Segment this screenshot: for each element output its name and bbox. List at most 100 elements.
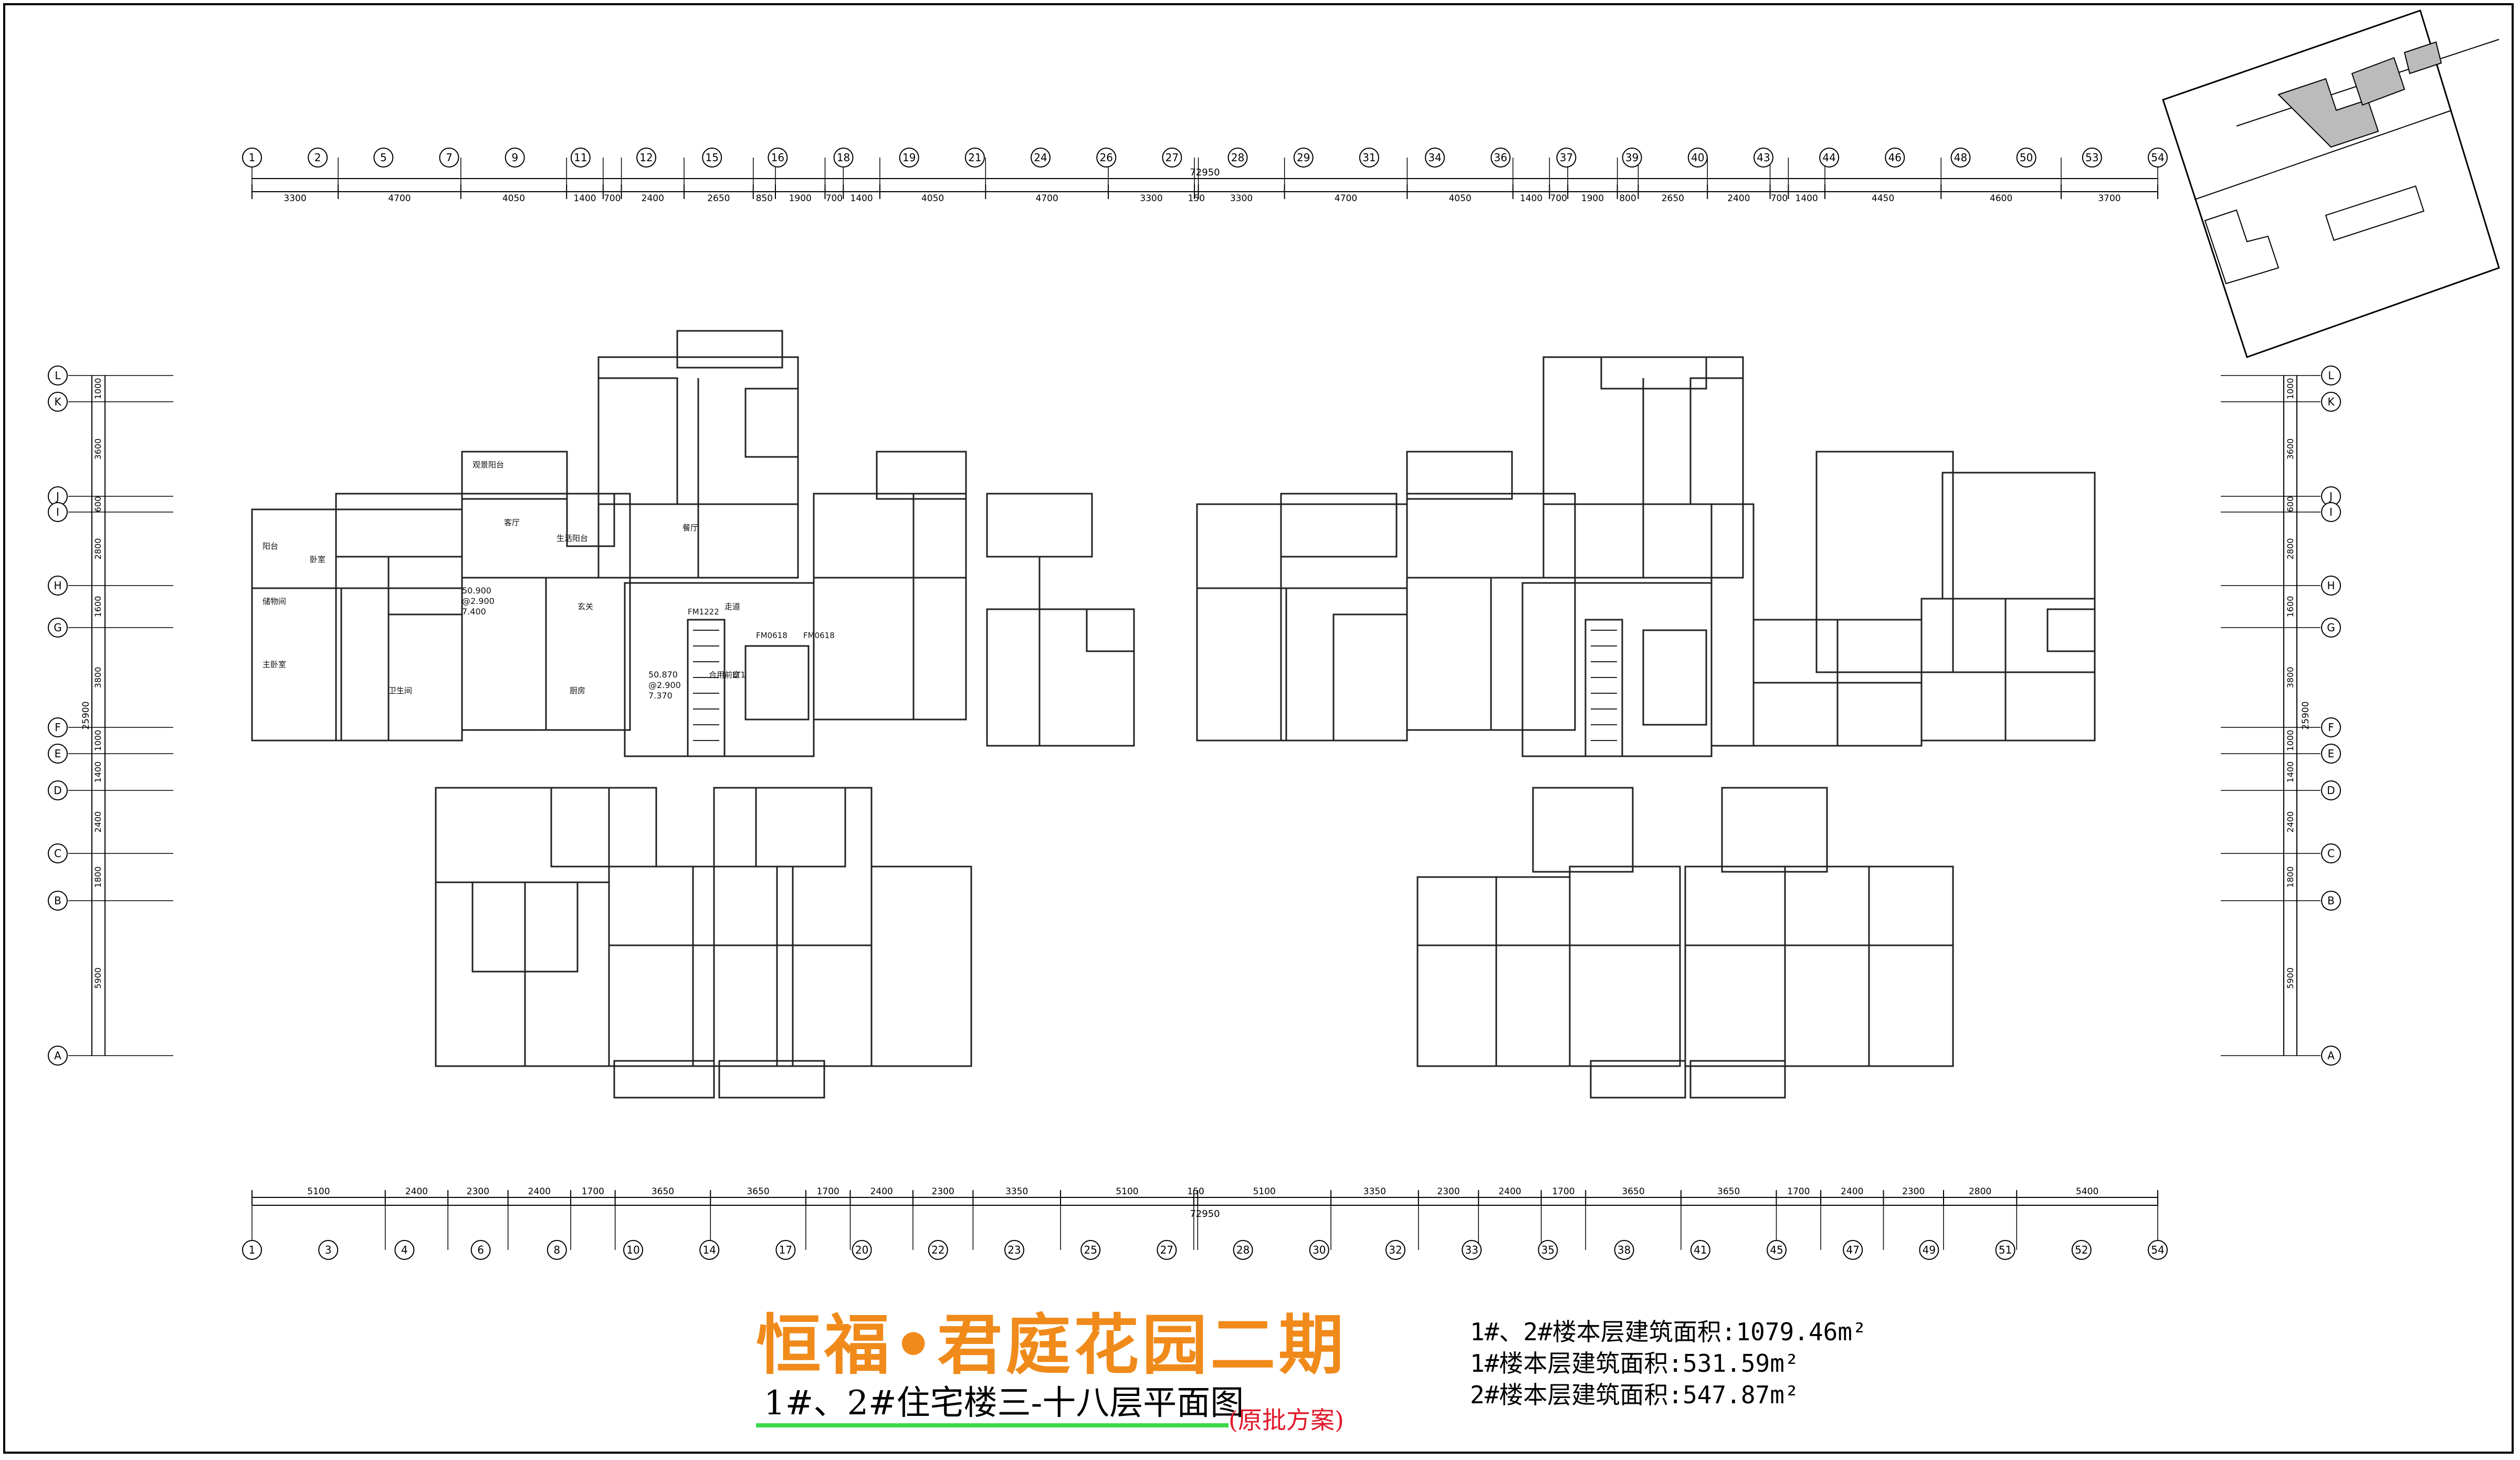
axis-number: 15 — [705, 151, 718, 164]
row-axis-letter: L — [2328, 369, 2334, 382]
axis-bubble — [242, 1240, 262, 1260]
dimension-label: 2400 — [405, 1186, 428, 1197]
area-building-2: 2#楼本层建筑面积:547.87m² — [1470, 1381, 1799, 1409]
row-axis-letter: K — [54, 395, 61, 408]
axis-bubble — [1556, 148, 1577, 168]
axis-bubble — [775, 1240, 796, 1260]
row-dimension-label: 600 — [2285, 496, 2295, 513]
row-axis-bubble — [48, 1046, 68, 1066]
axis-bubble — [242, 148, 262, 168]
dimension-label: 150 — [1187, 1186, 1204, 1197]
dimension-label: 2400 — [528, 1186, 551, 1197]
axis-number: 39 — [1625, 151, 1639, 164]
axis-number: 44 — [1822, 151, 1835, 164]
unit-level-a: 7.400 — [462, 607, 486, 617]
axis-bubble — [833, 148, 854, 168]
row-axis-letter: D — [2327, 784, 2335, 797]
row-axis-letter: A — [2327, 1049, 2335, 1062]
row-total-label: 25900 — [81, 701, 91, 729]
axis-bubble — [899, 148, 919, 168]
dimension-label: 2650 — [1662, 193, 1684, 204]
axis-bubble — [1819, 148, 1840, 168]
room-label-bath: 卫生间 — [388, 686, 412, 695]
axis-bubble — [2148, 148, 2168, 168]
row-dimension-label: 5900 — [93, 967, 103, 989]
row-axis-letter: L — [55, 369, 61, 382]
room-label-corridor: 走道 — [724, 602, 740, 611]
axis-number: 48 — [1954, 151, 1967, 164]
project-title: 恒福•君庭花园二期 — [756, 1307, 1347, 1383]
room-label-dining: 餐厅 — [682, 523, 698, 533]
row-dimension-label: 2400 — [93, 811, 103, 833]
axis-number: 36 — [1494, 151, 1507, 164]
dimension-label: 700 — [826, 193, 843, 204]
axis-number: 19 — [902, 151, 916, 164]
axis-bubble — [1162, 148, 1182, 168]
room-label-view-balcony: 观景阳台 — [472, 460, 504, 470]
row-axis-letter: B — [2327, 894, 2335, 907]
dimension-label: 3650 — [652, 1186, 674, 1197]
dimension-total-label: 72950 — [1190, 1208, 1220, 1219]
room-labels: 卧室 主卧室 阳台 储物间 卫生间 客厅 观景阳台 餐厅 厨房 生活阳台 玄关 … — [262, 460, 835, 695]
dimension-label: 800 — [1619, 193, 1636, 204]
dimension-label: 2300 — [1437, 1186, 1460, 1197]
axis-number: 1 — [249, 1244, 256, 1256]
axis-number: 25 — [1084, 1244, 1097, 1256]
dimension-label: 3650 — [1717, 1186, 1740, 1197]
axis-number: 16 — [771, 151, 784, 164]
dimension-label: 1700 — [817, 1186, 839, 1197]
axis-number: 27 — [1160, 1244, 1173, 1256]
dimension-label: 700 — [604, 193, 621, 204]
axis-bubble — [1767, 1240, 1787, 1260]
axis-bubble — [1004, 1240, 1024, 1260]
dimension-label: 4700 — [1335, 193, 1357, 204]
area-total: 1#、2#楼本层建筑面积:1079.46m² — [1470, 1318, 1867, 1346]
dimension-label: 4050 — [1448, 193, 1471, 204]
axis-bubble — [1157, 1240, 1177, 1260]
axis-number: 53 — [2085, 151, 2098, 164]
row-dimension-label: 1800 — [93, 867, 103, 888]
dimension-label: 1900 — [1581, 193, 1604, 204]
dimension-label: 2300 — [467, 1186, 489, 1197]
axis-bubble — [1622, 148, 1642, 168]
row-axis-bubble — [48, 618, 68, 638]
dimension-label: 1400 — [1520, 193, 1542, 204]
axis-number: 1 — [249, 151, 256, 164]
dimension-label: 4050 — [502, 193, 525, 204]
row-axis-bubble — [48, 366, 68, 385]
dimension-label: 1900 — [789, 193, 812, 204]
room-label-living-balcony: 生活阳台 — [556, 534, 588, 543]
axis-number: 45 — [1770, 1244, 1783, 1256]
dimension-label: 5100 — [1116, 1186, 1138, 1197]
dimension-label: 5100 — [1253, 1186, 1276, 1197]
row-dimension-label: 1000 — [93, 378, 103, 400]
axis-number: 37 — [1560, 151, 1573, 164]
axis-bubble — [373, 148, 394, 168]
drawing-subtitle: 1#、2#住宅楼三-十八层平面图 — [764, 1384, 1244, 1423]
row-axis-letter: F — [2328, 721, 2334, 734]
axis-number: 7 — [446, 151, 453, 164]
row-total-label: 25900 — [2301, 701, 2311, 729]
axis-bubble — [2016, 148, 2036, 168]
dimension-label: 2400 — [1498, 1186, 1521, 1197]
row-dimension-label: 2400 — [2285, 811, 2295, 833]
axis-number: 46 — [1888, 151, 1902, 164]
row-axis-letter: E — [2328, 747, 2335, 760]
building-2-plan — [1196, 356, 2096, 1099]
axis-number: 11 — [574, 151, 587, 164]
dimension-label: 1400 — [850, 193, 873, 204]
axis-number: 26 — [1100, 151, 1113, 164]
axis-number: 4 — [401, 1244, 408, 1256]
axis-bubble — [1385, 1240, 1405, 1260]
dimension-label: 3650 — [1622, 1186, 1644, 1197]
axis-bubble — [394, 1240, 415, 1260]
row-axis-bubble — [2321, 1046, 2341, 1066]
row-dimension-label: 3800 — [2285, 667, 2295, 689]
dimension-label: 5100 — [307, 1186, 330, 1197]
axis-number: 29 — [1297, 151, 1310, 164]
dimension-label: 150 — [1188, 193, 1205, 204]
row-axis-letter: J — [55, 490, 59, 503]
axis-bubble — [852, 1240, 872, 1260]
row-axis-letter: K — [2327, 395, 2335, 408]
